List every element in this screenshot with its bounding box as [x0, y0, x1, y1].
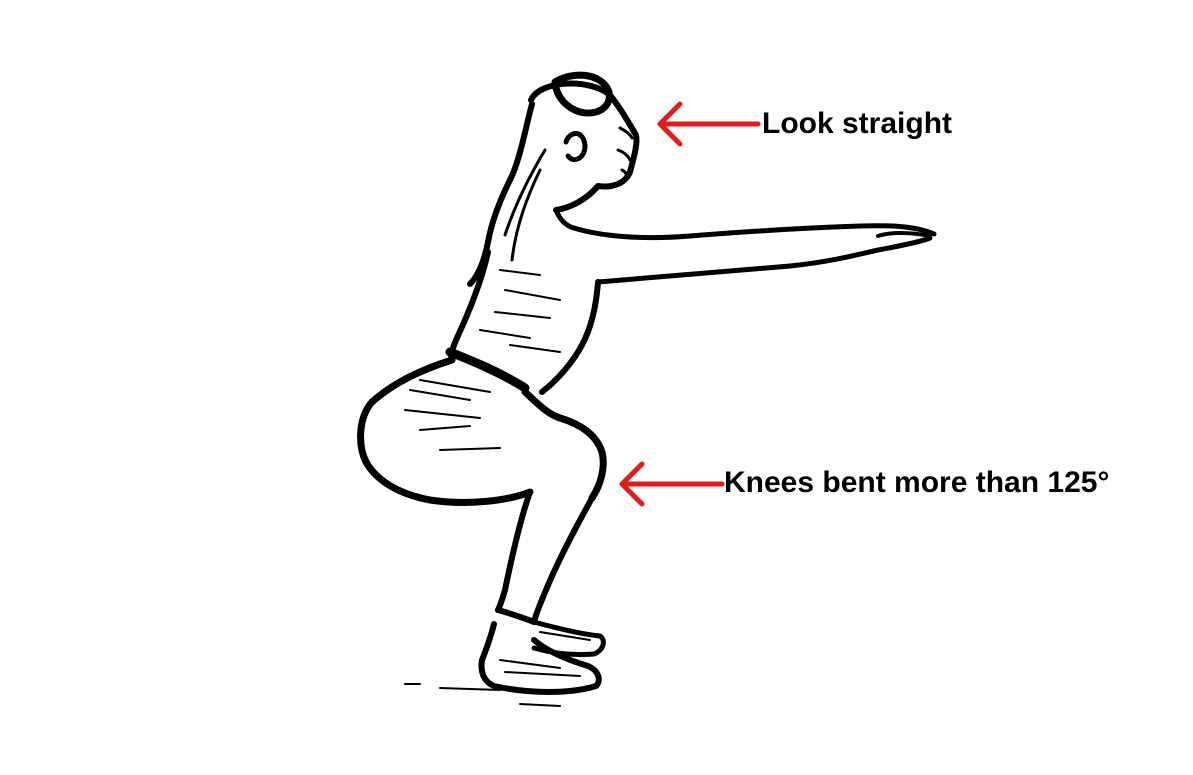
look-arrow [657, 101, 761, 147]
figure-outline [357, 71, 937, 707]
glute [357, 356, 534, 506]
knees-bent-label: Knees bent more than 125° [724, 466, 1110, 499]
shoe-lines [499, 631, 591, 677]
ponytail [467, 101, 535, 287]
sock [495, 607, 537, 625]
ear [563, 131, 588, 163]
hand [876, 231, 932, 238]
shoe-far [531, 619, 606, 657]
hair-bun [551, 71, 613, 117]
knee-arrow [619, 461, 725, 507]
look-straight-label: Look straight [762, 107, 953, 140]
torso-back [448, 249, 491, 363]
face-detail [616, 126, 634, 182]
thigh-top [521, 388, 607, 502]
thigh-lines [419, 425, 501, 451]
head-outline [528, 80, 640, 213]
upper-arm-top [571, 223, 937, 241]
shin-front [531, 495, 595, 625]
ponytail-inner [503, 148, 547, 262]
neck [553, 207, 577, 231]
shin-back [495, 489, 533, 613]
waistband [445, 347, 530, 393]
shorts-lines [404, 379, 491, 419]
shoe-near [478, 621, 602, 695]
arm-bottom [595, 235, 933, 285]
torso-front [539, 279, 601, 395]
shirt-lines [479, 269, 561, 353]
ground-shadow [404, 683, 561, 707]
